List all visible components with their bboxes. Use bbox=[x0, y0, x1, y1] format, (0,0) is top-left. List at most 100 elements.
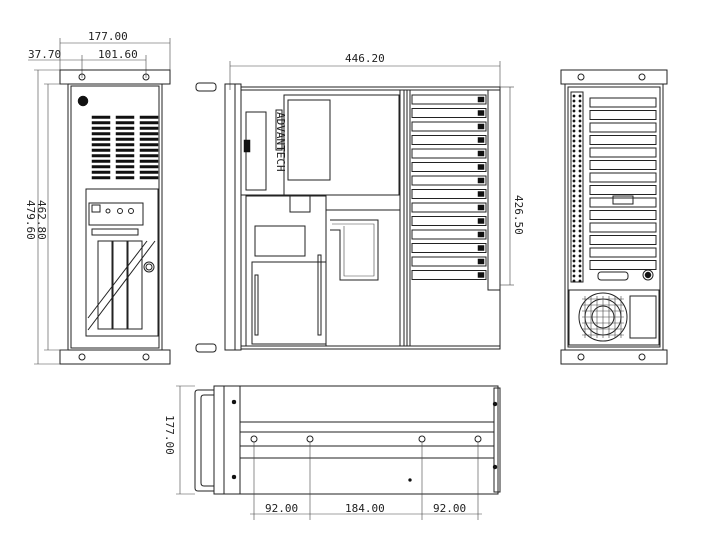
vent-slot bbox=[91, 132, 111, 136]
pin bbox=[578, 164, 582, 168]
pin bbox=[578, 224, 582, 228]
pin bbox=[572, 154, 576, 158]
dim-front-height-outer: 479.60 bbox=[24, 200, 37, 240]
slot-cover bbox=[589, 197, 657, 208]
dim-top-seg-mid: 184.00 bbox=[345, 502, 385, 515]
pin bbox=[578, 144, 582, 148]
pin bbox=[578, 244, 582, 248]
slot-cover bbox=[589, 210, 657, 220]
slot-cover bbox=[589, 110, 657, 120]
pin bbox=[578, 199, 582, 203]
side-view: 446.20 ADVANTECH bbox=[195, 52, 525, 353]
slot-bracket bbox=[411, 121, 487, 132]
vent-slot bbox=[115, 148, 135, 152]
pin bbox=[572, 164, 576, 168]
slot-cover bbox=[589, 222, 657, 233]
vent-slot bbox=[91, 121, 111, 125]
pin bbox=[572, 269, 576, 273]
slot-bracket bbox=[411, 189, 487, 199]
pin bbox=[578, 269, 582, 273]
vent-slot bbox=[91, 115, 111, 119]
slot-cover bbox=[589, 172, 657, 183]
slot-cover bbox=[589, 260, 657, 270]
pin bbox=[578, 194, 582, 198]
lock-icon bbox=[143, 261, 155, 273]
vent-slot bbox=[115, 115, 135, 119]
pin bbox=[578, 104, 582, 108]
expansion-slots bbox=[411, 94, 487, 280]
slot-bracket bbox=[411, 243, 487, 253]
pin bbox=[572, 244, 576, 248]
slot-screw bbox=[477, 258, 485, 265]
dim-side-depth: 446.20 bbox=[345, 52, 385, 65]
pin bbox=[578, 154, 582, 158]
slot-screw bbox=[477, 123, 485, 130]
vent-slot bbox=[115, 176, 135, 180]
vent-slot bbox=[91, 176, 111, 180]
vent-slot bbox=[91, 148, 111, 152]
pin bbox=[578, 94, 582, 98]
pin bbox=[572, 179, 576, 183]
dim-top-seg-right: 92.00 bbox=[433, 502, 466, 515]
slot-screw bbox=[477, 272, 485, 278]
pin bbox=[578, 124, 582, 128]
vent-slot bbox=[115, 121, 135, 125]
dim-front-hole-offset: 37.70 bbox=[28, 48, 61, 61]
vent-slot bbox=[91, 137, 111, 141]
pin bbox=[572, 134, 576, 138]
slot-screw bbox=[477, 218, 485, 224]
slot-bracket bbox=[411, 94, 487, 105]
slot-cover bbox=[589, 135, 657, 145]
pin bbox=[578, 274, 582, 278]
pin bbox=[578, 99, 582, 103]
pin bbox=[578, 139, 582, 143]
pin bbox=[572, 94, 576, 98]
vent-slot bbox=[139, 176, 159, 180]
pin bbox=[572, 184, 576, 188]
pin bbox=[572, 194, 576, 198]
dim-top-height: 177.00 bbox=[163, 415, 176, 455]
pin bbox=[578, 219, 582, 223]
dim-side-height: 426.50 bbox=[512, 195, 525, 235]
front-view: 177.00 37.70 101.60 bbox=[24, 30, 171, 365]
slot-screw bbox=[477, 96, 485, 103]
dim-top-seg-left: 92.00 bbox=[265, 502, 298, 515]
vent-slot bbox=[139, 165, 159, 169]
pin bbox=[578, 264, 582, 268]
pin bbox=[572, 159, 576, 163]
slot-cover bbox=[589, 160, 657, 170]
pin bbox=[578, 169, 582, 173]
slot-cover bbox=[589, 247, 657, 258]
pin bbox=[572, 124, 576, 128]
pin bbox=[578, 109, 582, 113]
vent-slot bbox=[139, 115, 159, 119]
slot-bracket bbox=[411, 270, 487, 280]
pin bbox=[572, 104, 576, 108]
vent-slot bbox=[139, 143, 159, 147]
pin bbox=[572, 249, 576, 253]
vent-slot bbox=[91, 165, 111, 169]
pin bbox=[572, 264, 576, 268]
vent-slot bbox=[139, 126, 159, 130]
slot-bracket bbox=[411, 256, 487, 267]
pin bbox=[572, 219, 576, 223]
slot-cover bbox=[589, 122, 657, 133]
pin bbox=[578, 129, 582, 133]
pin bbox=[572, 224, 576, 228]
vent-slot bbox=[115, 143, 135, 147]
slot-screw bbox=[477, 150, 485, 157]
pin bbox=[572, 169, 576, 173]
slot-bracket bbox=[411, 175, 487, 186]
pin bbox=[578, 189, 582, 193]
fan-grille bbox=[582, 296, 624, 338]
pin bbox=[578, 114, 582, 118]
rear-view bbox=[560, 69, 668, 365]
slot-screw bbox=[477, 110, 485, 116]
slot-bracket bbox=[411, 135, 487, 145]
vent-slot bbox=[91, 170, 111, 174]
top-view: 177.00 92.00 184.00 92.00 bbox=[163, 385, 501, 520]
dim-front-height-inner: 462.80 bbox=[35, 200, 48, 240]
pin bbox=[572, 149, 576, 153]
pin bbox=[572, 209, 576, 213]
connector-pins bbox=[572, 94, 582, 283]
